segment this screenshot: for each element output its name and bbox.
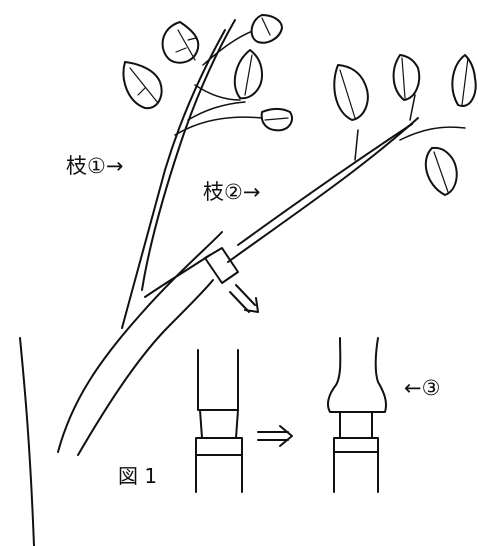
marker-3-label: ←③: [404, 376, 440, 400]
branch-1-label: 枝①→: [66, 150, 123, 180]
trunk: [20, 232, 222, 546]
right-arrow-icon: [258, 426, 292, 446]
down-arrow-icon: [230, 285, 258, 312]
branch-2: [145, 95, 465, 297]
graft-joint: [205, 248, 238, 283]
detail-stage-2: [328, 338, 386, 492]
figure-caption: 図 1: [118, 460, 157, 489]
leaves: [124, 15, 476, 195]
detail-stage-1: [196, 350, 242, 492]
branch-2-label: 枝②→: [203, 176, 260, 206]
